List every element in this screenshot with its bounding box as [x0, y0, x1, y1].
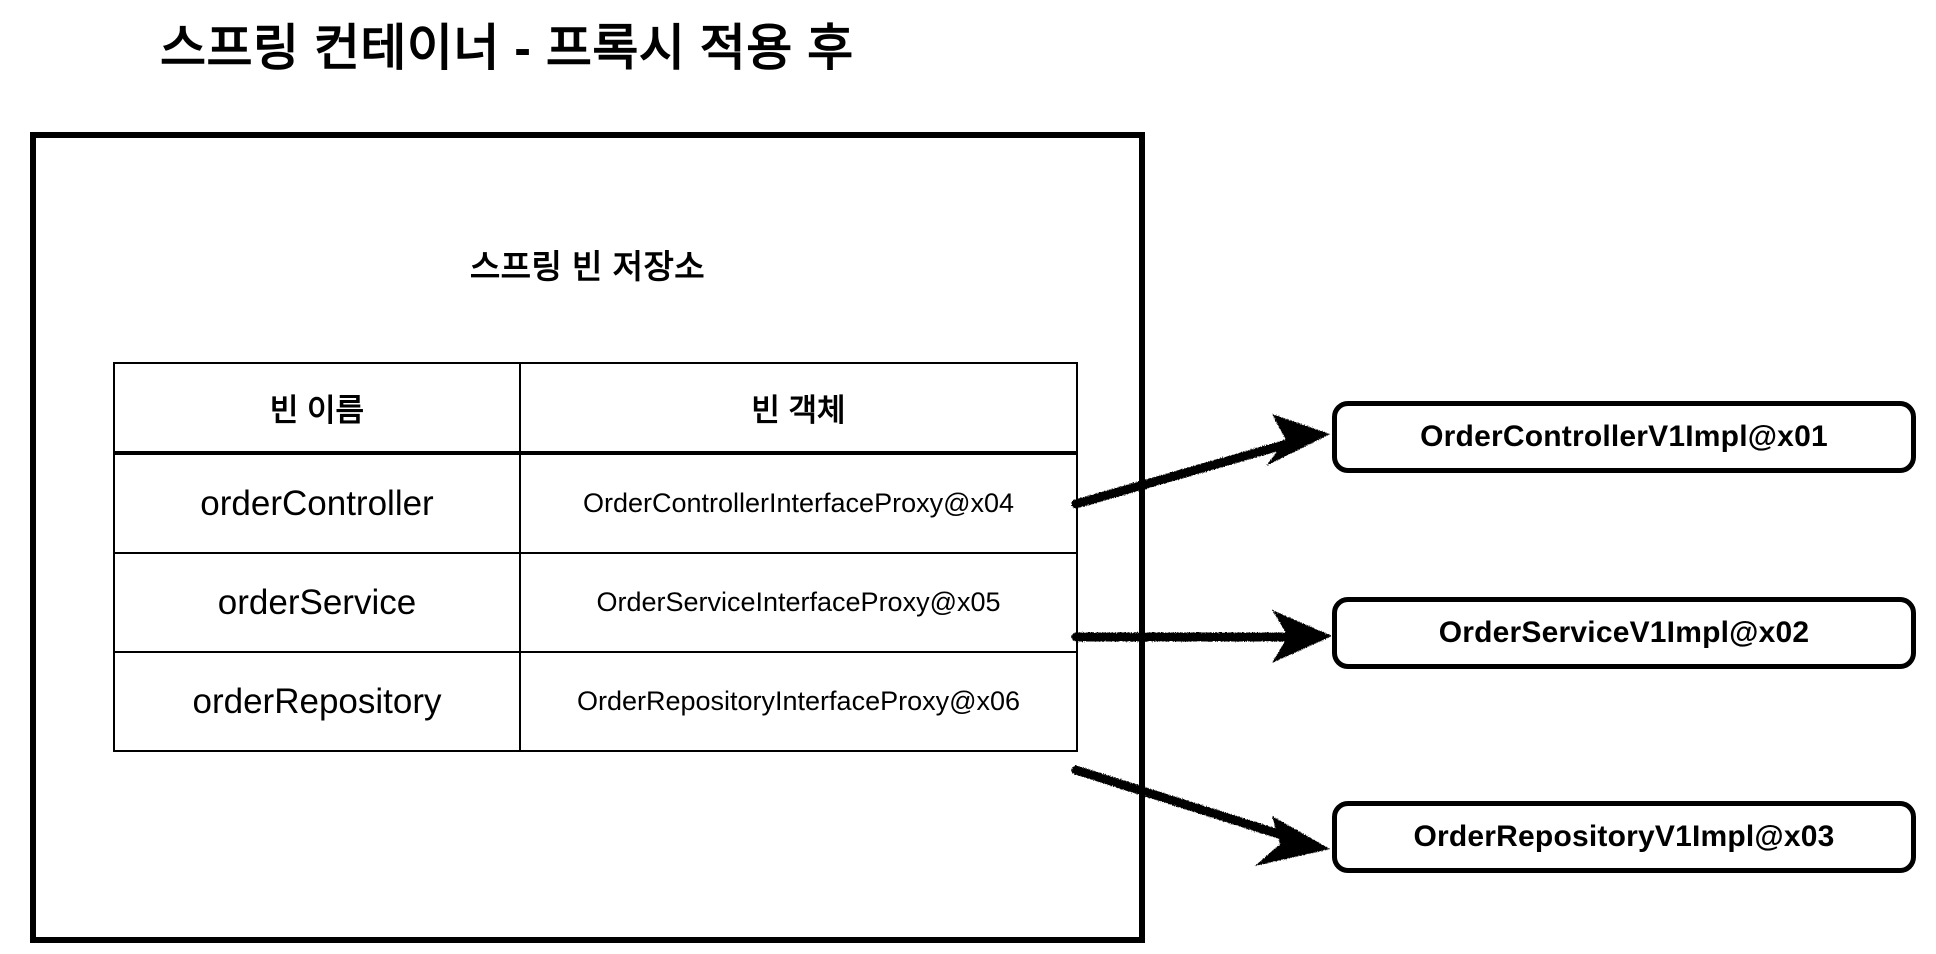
cell-bean-name: orderService — [113, 552, 521, 653]
table-row: orderService OrderServiceInterfaceProxy@… — [113, 552, 1078, 653]
bean-store-table: 빈 이름 빈 객체 orderController OrderControlle… — [113, 362, 1078, 752]
cell-bean-name: orderRepository — [113, 651, 521, 752]
spring-container-box: 스프링 빈 저장소 빈 이름 빈 객체 orderController Orde… — [30, 132, 1145, 943]
impl-box-order-repository: OrderRepositoryV1Impl@x03 — [1332, 801, 1916, 873]
column-header-bean-object: 빈 객체 — [519, 362, 1078, 455]
impl-box-order-service: OrderServiceV1Impl@x02 — [1332, 597, 1916, 669]
column-header-bean-name: 빈 이름 — [113, 362, 521, 455]
table-row: orderRepository OrderRepositoryInterface… — [113, 651, 1078, 752]
impl-box-order-controller: OrderControllerV1Impl@x01 — [1332, 401, 1916, 473]
page-title: 스프링 컨테이너 - 프록시 적용 후 — [160, 20, 854, 76]
table-row: orderController OrderControllerInterface… — [113, 452, 1078, 554]
bean-store-heading: 스프링 빈 저장소 — [469, 248, 706, 285]
cell-bean-object: OrderControllerInterfaceProxy@x04 — [519, 452, 1078, 554]
cell-bean-object: OrderServiceInterfaceProxy@x05 — [519, 552, 1078, 653]
table-header-row: 빈 이름 빈 객체 — [113, 362, 1078, 455]
cell-bean-name: orderController — [113, 452, 521, 554]
cell-bean-object: OrderRepositoryInterfaceProxy@x06 — [519, 651, 1078, 752]
